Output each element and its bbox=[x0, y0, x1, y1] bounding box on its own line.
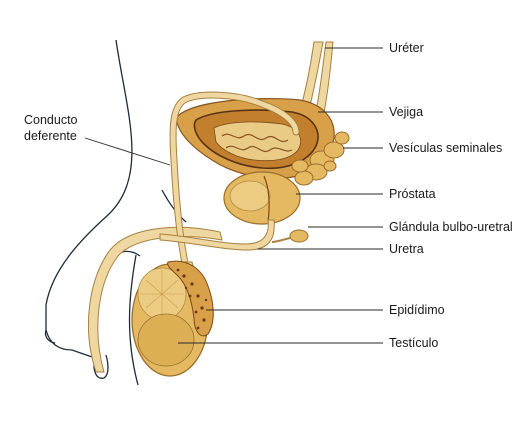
leader-lines bbox=[84, 47, 383, 344]
label-vesiculas-seminales: Vesículas seminales bbox=[389, 141, 502, 155]
label-conducto-line2: deferente bbox=[24, 129, 77, 143]
label-prostata: Próstata bbox=[389, 187, 436, 201]
label-uretra: Uretra bbox=[389, 242, 424, 256]
label-testiculo: Testículo bbox=[389, 336, 438, 350]
label-glandula-bulbouretral: Glándula bulbo-uretral bbox=[389, 220, 513, 234]
bladder bbox=[175, 97, 335, 179]
label-ureter: Uréter bbox=[389, 41, 424, 55]
penis-shaft bbox=[88, 226, 223, 373]
label-epididimo: Epidídimo bbox=[389, 303, 445, 317]
leader-conducto bbox=[84, 137, 171, 166]
bulbourethral-gland bbox=[271, 229, 309, 243]
label-conducto-line1: Conducto bbox=[24, 113, 78, 127]
seminal-vesicles bbox=[291, 131, 350, 186]
urethra bbox=[159, 219, 275, 251]
label-vejiga: Vejiga bbox=[389, 105, 423, 119]
labels: Uréter Vejiga Vesículas seminales Prósta… bbox=[24, 41, 513, 350]
vas-deferens-inner bbox=[170, 92, 299, 271]
prostate bbox=[223, 171, 301, 225]
epididymis bbox=[167, 260, 214, 337]
